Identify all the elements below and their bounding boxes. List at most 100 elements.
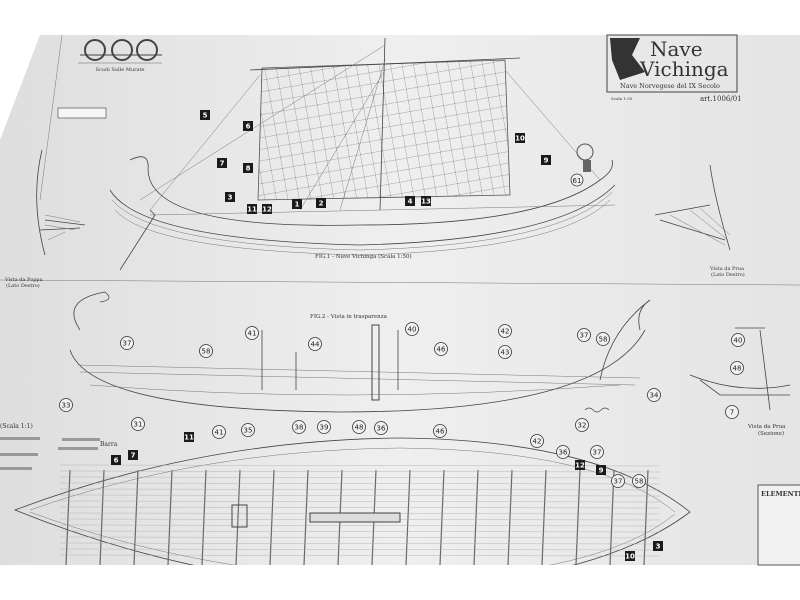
svg-text:41: 41 <box>215 429 224 437</box>
svg-text:46: 46 <box>436 428 445 436</box>
svg-text:58: 58 <box>635 478 644 486</box>
callout-circle: 37 <box>120 336 134 350</box>
fig1-caption: FIG.1 - Nave Vichinga (Scala 1:50) <box>315 253 412 260</box>
elements-header: ELEMENTI <box>761 490 800 498</box>
deck-plank <box>59 482 661 485</box>
svg-text:9: 9 <box>544 157 549 165</box>
svg-text:42: 42 <box>501 328 510 336</box>
callout-circle: 58 <box>199 344 213 358</box>
svg-text:58: 58 <box>202 348 211 356</box>
callout-circle: 37 <box>577 328 591 342</box>
svg-text:42: 42 <box>533 438 542 446</box>
svg-text:10: 10 <box>515 135 525 143</box>
svg-text:31: 31 <box>134 421 143 429</box>
svg-text:7: 7 <box>220 160 225 168</box>
svg-text:8: 8 <box>246 165 251 173</box>
svg-text:37: 37 <box>580 332 589 340</box>
scale-label: Scala 1:50 <box>611 96 633 101</box>
svg-text:12: 12 <box>575 462 585 470</box>
bow-view-label-1: Vista da Prua <box>709 266 744 272</box>
svg-text:3: 3 <box>656 543 661 551</box>
callout-circle: 43 <box>498 345 512 359</box>
small-label-box <box>57 107 107 119</box>
callout-square: 6 <box>111 455 121 465</box>
svg-text:36: 36 <box>559 449 568 457</box>
callout-circle: 33 <box>59 398 73 412</box>
signature <box>584 407 610 413</box>
callout-square: 13 <box>421 196 431 206</box>
deck-rib <box>575 469 581 566</box>
bar-label: Barra <box>100 441 118 448</box>
callout-circle: 7 <box>725 405 739 419</box>
svg-text:58: 58 <box>599 336 608 344</box>
callout-61: 61 <box>570 173 584 187</box>
deck-rib <box>541 469 547 566</box>
callout-circle: 32 <box>575 418 589 432</box>
svg-text:35: 35 <box>244 427 253 435</box>
callout-circle: 37 <box>590 445 604 459</box>
bow-section-drawing <box>689 327 791 411</box>
svg-text:37: 37 <box>593 449 602 457</box>
deck-rib <box>507 469 513 566</box>
deck-plank <box>59 500 661 503</box>
fig1-ship-side-view <box>109 37 616 271</box>
callout-circle: 35 <box>241 423 255 437</box>
callout-circle: 41 <box>245 326 259 340</box>
svg-text:11: 11 <box>247 206 257 214</box>
stern-view-label-1: Vista da Poppa <box>4 277 43 283</box>
logo-caption: Scudi Sulle Murate <box>96 67 145 73</box>
paper <box>0 35 800 565</box>
deck-plank <box>59 548 661 551</box>
svg-text:48: 48 <box>733 365 742 373</box>
callout-circle: 48 <box>352 420 366 434</box>
callout-circle: 42 <box>498 324 512 338</box>
deck-plank <box>59 464 661 467</box>
title-block: Nave Vichinga Nave Norvegese del IX Seco… <box>606 34 742 103</box>
svg-text:33: 33 <box>62 402 71 410</box>
subtitle: Nave Norvegese del IX Secolo <box>620 82 720 90</box>
svg-text:4: 4 <box>408 198 413 206</box>
callout-square: 5 <box>200 110 210 120</box>
svg-text:41: 41 <box>248 330 257 338</box>
deck-plank <box>59 536 661 539</box>
callout-circle: 40 <box>405 322 419 336</box>
svg-text:3: 3 <box>228 194 233 202</box>
bow-section-label-1: Vista da Prua <box>747 424 786 430</box>
callout-circle: 48 <box>730 361 744 375</box>
deck-rib <box>643 469 649 566</box>
deck-plank <box>59 470 661 473</box>
callout-circle: 42 <box>530 434 544 448</box>
callout-square: 12 <box>262 204 272 214</box>
callout-circle: 46 <box>434 342 448 356</box>
callout-circle: 34 <box>647 388 661 402</box>
bow-section-label-2: (Sezione) <box>758 430 784 437</box>
callout-circle: 36 <box>556 445 570 459</box>
logo-shields: Scudi Sulle Murate <box>78 39 162 73</box>
callout-square: 11 <box>247 204 257 214</box>
callout-circle: 40 <box>731 333 745 347</box>
svg-text:40: 40 <box>408 326 417 334</box>
callout-circle: 39 <box>317 420 331 434</box>
callout-circle: 58 <box>596 332 610 346</box>
callout-square: 11 <box>184 432 194 442</box>
callout-circle: 58 <box>632 474 646 488</box>
callout-circle: 31 <box>131 417 145 431</box>
svg-text:5: 5 <box>203 112 208 120</box>
svg-text:39: 39 <box>320 424 329 432</box>
svg-text:13: 13 <box>421 198 431 206</box>
callout-circle: 46 <box>433 424 447 438</box>
callout-circle: 38 <box>292 420 306 434</box>
deck-plank <box>59 494 661 497</box>
section-callouts: 40 48 7 <box>725 333 745 419</box>
deck-rib <box>303 469 309 566</box>
callout-square: 7 <box>128 450 138 460</box>
elements-table <box>757 484 800 566</box>
svg-text:32: 32 <box>578 422 587 430</box>
svg-text:36: 36 <box>377 425 386 433</box>
callout-square: 12 <box>575 460 585 470</box>
svg-text:48: 48 <box>355 424 364 432</box>
callout-square: 3 <box>653 541 663 551</box>
